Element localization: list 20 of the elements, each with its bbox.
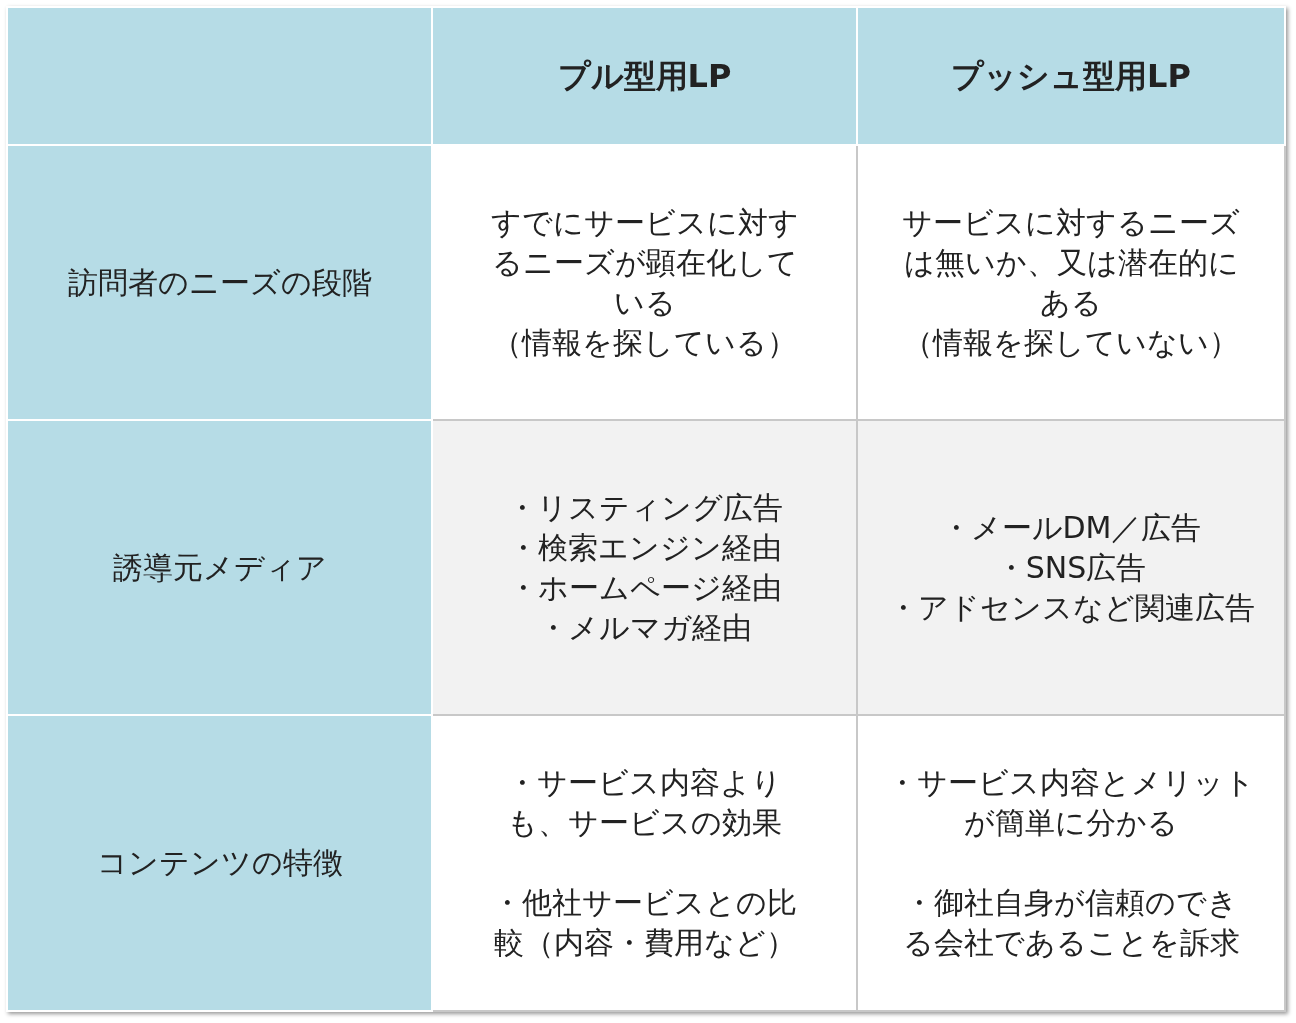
header-text: プッシュ型用LP — [950, 56, 1192, 96]
cell-text: ・サービス内容よりも、サービスの効果 — [506, 764, 783, 842]
cell-text: ・ホームページ経由 — [506, 568, 783, 607]
header-text: 訪問者のニーズの段階 — [66, 263, 373, 302]
header-text: コンテンツの特徴 — [95, 844, 344, 882]
header-text: 誘導元メディア — [111, 548, 328, 587]
cell-text: ・サービス内容とメリットが簡単に分かる — [886, 764, 1256, 842]
cell-text: ・メールDM／広告 — [939, 508, 1203, 547]
cell-text: ・アドセンスなど関連広告 — [886, 588, 1256, 627]
cell-text: サービスに対するニーズは無いか、又は潜在的にある — [901, 203, 1241, 322]
cell-text: （情報を探していない） — [902, 323, 1240, 362]
header-text: プル型用LP — [556, 56, 733, 96]
cell-text: （情報を探している） — [491, 323, 798, 362]
cell-text: ・御社自身が信頼のできる会社であることを訴求 — [901, 884, 1241, 962]
cell-text: ・検索エンジン経由 — [506, 528, 783, 567]
cell-text: ・メルマガ経由 — [536, 608, 753, 647]
cell-text: すでにサービスに対するニーズが顕在化している — [489, 203, 800, 322]
cell-text: ・SNS広告 — [994, 548, 1148, 587]
cell-text: ・他社サービスとの比較（内容・費用など） — [491, 884, 798, 962]
cell-text: ・リスティング広告 — [505, 488, 784, 527]
